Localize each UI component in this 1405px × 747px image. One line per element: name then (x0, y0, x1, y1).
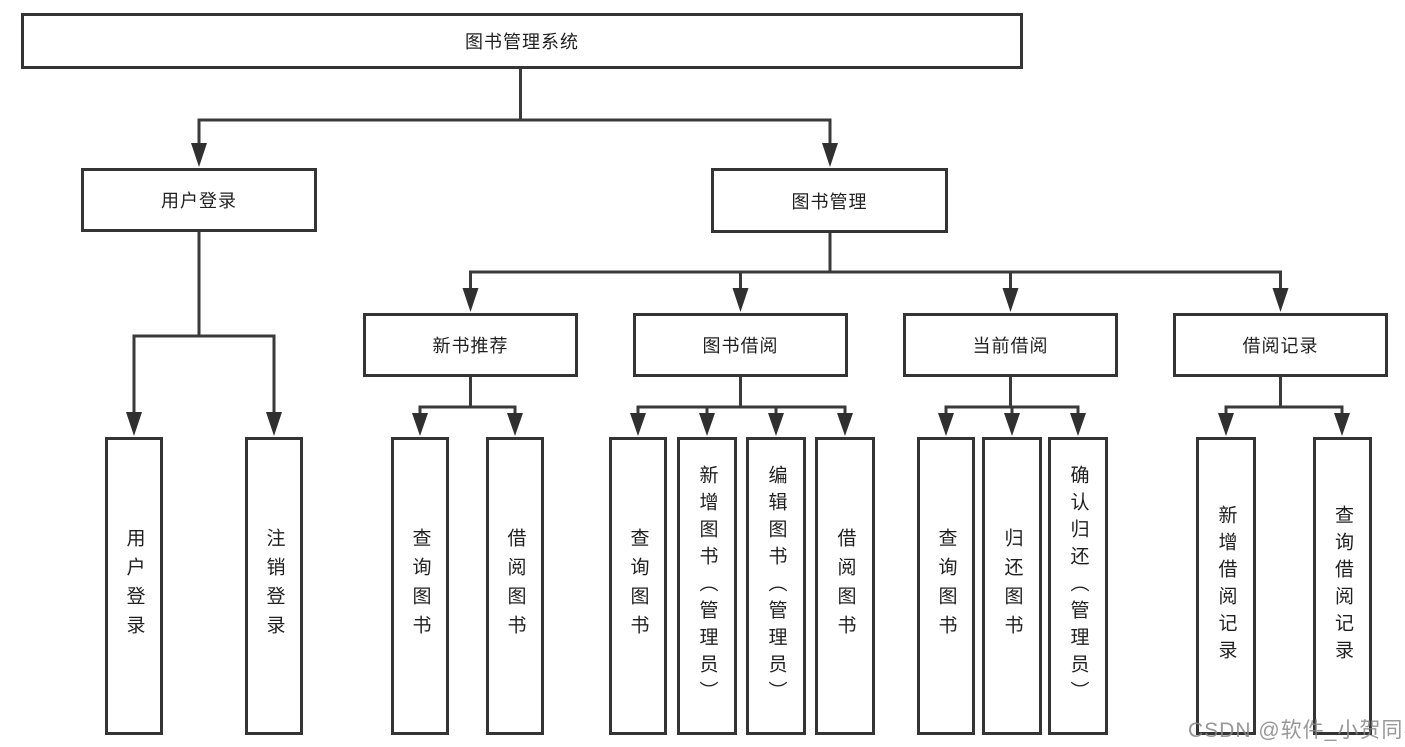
leaf-logout-label: 注销登录 (263, 528, 285, 644)
node-current-borrowing: 当前借阅 (903, 313, 1118, 377)
leaf-borrow-books-recommend: 借阅图书 (486, 437, 544, 735)
node-user-login: 用户登录 (81, 168, 317, 232)
connector-borrow-records-to-leaves (1218, 377, 1350, 436)
leaf-return-books-label: 归还图书 (1001, 528, 1023, 644)
leaf-query-books-recommend: 查询图书 (391, 437, 449, 735)
node-library-management-system: 图书管理系统 (21, 13, 1023, 69)
node-book-borrowing-label: 图书借阅 (702, 336, 779, 356)
leaf-query-books-recommend-label: 查询图书 (409, 528, 431, 644)
node-new-book-recommend-label: 新书推荐 (432, 336, 509, 356)
node-new-book-recommend: 新书推荐 (363, 313, 578, 377)
leaf-logout: 注销登录 (245, 437, 303, 735)
leaf-query-books-current: 查询图书 (917, 437, 975, 735)
leaf-add-borrow-record-label: 新增借阅记录 (1215, 505, 1237, 667)
node-library-management-system-label: 图书管理系统 (465, 32, 579, 52)
leaf-query-borrow-record-label: 查询借阅记录 (1332, 505, 1353, 667)
connector-book-management-to-level3 (462, 233, 1289, 312)
leaf-query-borrow-record: 查询借阅记录 (1313, 437, 1372, 735)
leaf-confirm-return-admin: 确认归还（管理员） (1048, 437, 1108, 735)
leaf-query-books-borrowing-label: 查询图书 (627, 528, 649, 644)
node-borrowing-records: 借阅记录 (1173, 313, 1388, 377)
csdn-watermark: CSDN @软件_小贺同学 (1188, 719, 1405, 742)
connector-user-login-to-leaves (126, 232, 282, 436)
leaf-edit-books-admin: 编辑图书（管理员） (746, 437, 806, 735)
leaf-borrow-books: 借阅图书 (815, 437, 875, 735)
leaf-confirm-return-admin-label: 确认归还（管理员） (1067, 464, 1089, 708)
leaf-user-login-label: 用户登录 (123, 528, 145, 644)
node-book-management: 图书管理 (711, 168, 948, 233)
connector-current-borrow-to-leaves (938, 377, 1086, 436)
leaf-borrow-books-recommend-label: 借阅图书 (504, 528, 526, 644)
node-book-management-label: 图书管理 (791, 191, 868, 212)
leaf-user-login: 用户登录 (105, 437, 163, 735)
leaf-add-borrow-record: 新增借阅记录 (1196, 437, 1256, 735)
node-current-borrowing-label: 当前借阅 (972, 336, 1049, 356)
connector-book-borrow-to-leaves (630, 377, 853, 436)
leaf-query-books-current-label: 查询图书 (935, 528, 957, 644)
leaf-add-books-admin-label: 新增图书（管理员） (696, 464, 718, 708)
leaf-add-books-admin: 新增图书（管理员） (677, 437, 737, 735)
connector-new-book-rec-to-leaves (412, 377, 523, 436)
node-user-login-label: 用户登录 (161, 191, 237, 211)
leaf-query-books-borrowing: 查询图书 (609, 437, 667, 735)
node-borrowing-records-label: 借阅记录 (1242, 336, 1319, 356)
node-book-borrowing: 图书借阅 (633, 313, 848, 377)
connector-root-to-level2 (191, 68, 838, 167)
leaf-return-books: 归还图书 (982, 437, 1042, 735)
leaf-borrow-books-label: 借阅图书 (834, 528, 856, 644)
leaf-edit-books-admin-label: 编辑图书（管理员） (765, 464, 787, 708)
